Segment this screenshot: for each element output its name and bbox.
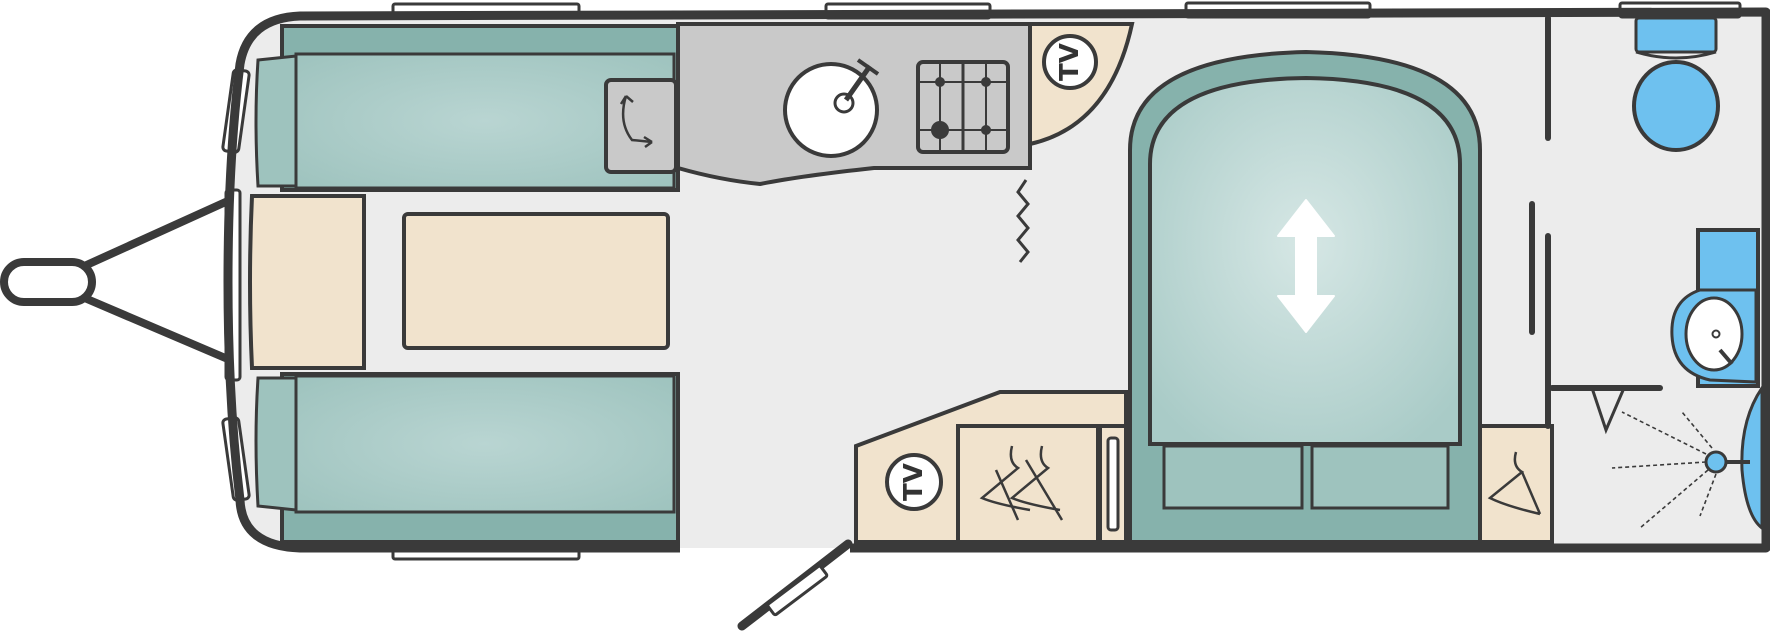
tv-label-lower: TV — [899, 463, 929, 501]
bed-adjust-arrow-icon — [1277, 199, 1335, 333]
front-lounge — [248, 24, 680, 544]
toilet-icon — [1632, 16, 1720, 152]
wardrobe-hanger-icon — [979, 445, 1064, 521]
tv-cabinet-lower: TV — [854, 390, 1128, 544]
washbasin-icon — [1670, 228, 1760, 388]
caravan-outline-icon — [223, 7, 1770, 553]
hob-icon — [916, 60, 1010, 154]
partition-curtain — [1016, 179, 1030, 263]
tv-icon: TV — [885, 453, 943, 511]
tv-label-upper: TV — [1055, 43, 1085, 81]
tow-hitch-icon — [0, 196, 234, 364]
wardrobe-hanger-icon — [1487, 451, 1542, 516]
tv-icon: TV — [1042, 34, 1098, 90]
door-icon — [737, 539, 853, 631]
fridge-icon — [604, 78, 678, 174]
tv-corner-unit-upper: TV — [1028, 22, 1135, 147]
bathroom-partitions — [1529, 15, 1663, 429]
sink-icon — [783, 58, 880, 158]
island-bed — [1128, 49, 1482, 544]
rear-wardrobe — [1478, 424, 1554, 544]
shower-head-icon — [1590, 383, 1764, 532]
